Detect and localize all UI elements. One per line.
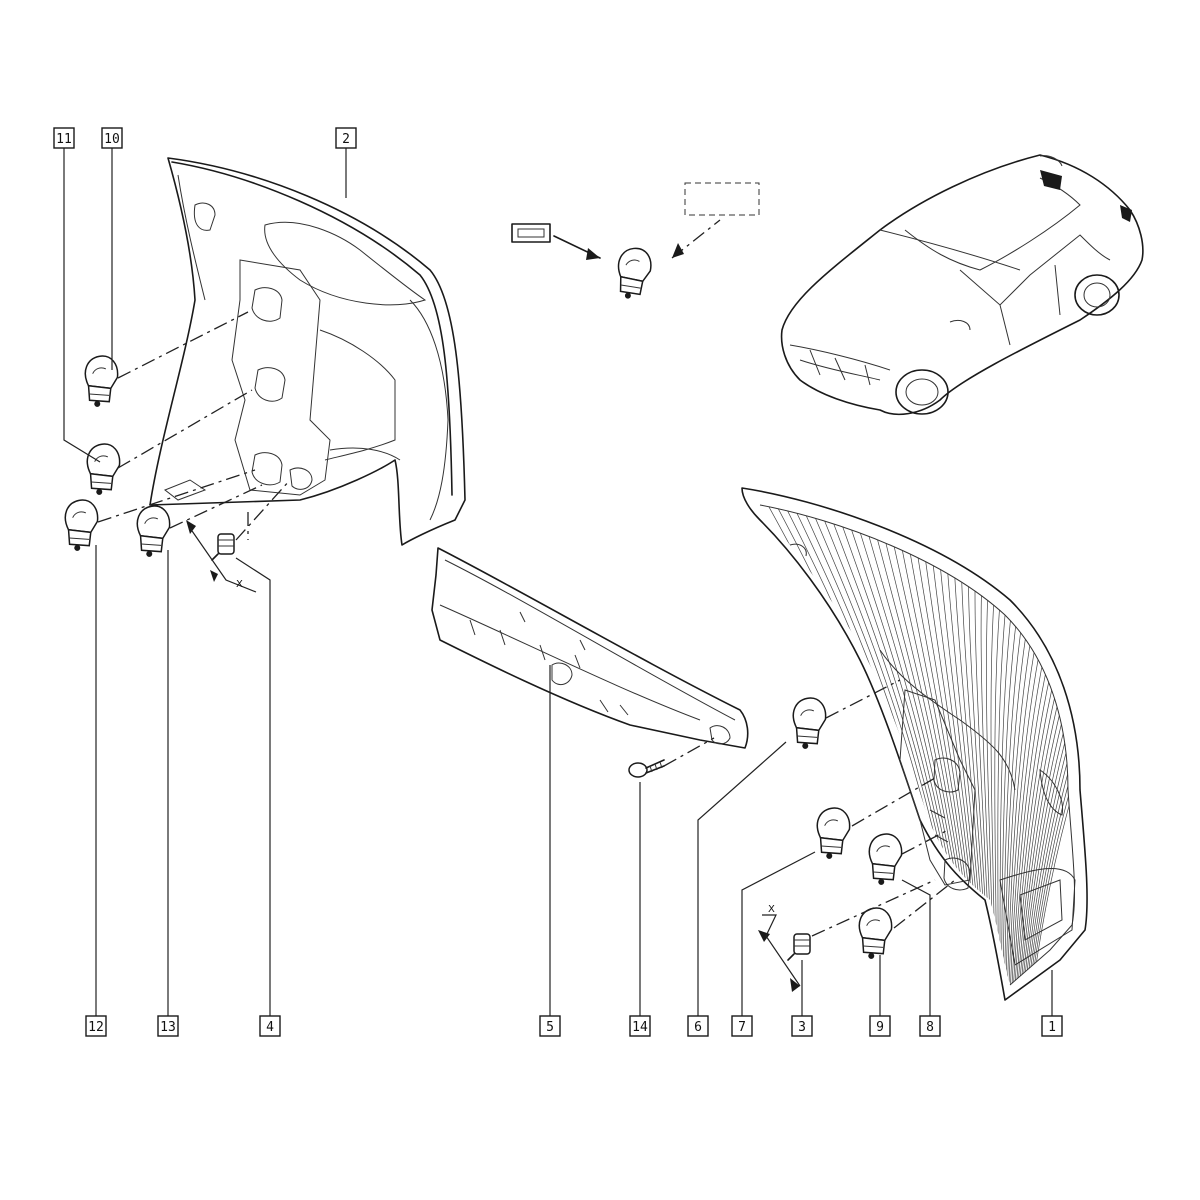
bulb-legend (511, 182, 760, 260)
callout-1-label: 1 (1048, 1020, 1056, 1035)
bulb-12 (55, 495, 108, 554)
lens-hatch-line (760, 505, 951, 985)
callout-4-label: 4 (266, 1020, 274, 1035)
leader-lines (63, 148, 1053, 1016)
callout-6-label: 6 (694, 1020, 702, 1035)
left-lamp-assembly (149, 157, 466, 546)
callout-12-label: 12 (88, 1020, 104, 1035)
lens-hatch-line (1007, 505, 1075, 985)
lens-hatch-line (1027, 505, 1075, 985)
third-brake-light (431, 547, 749, 749)
right-lamp-assembly (741, 487, 1088, 1001)
callout-3: 3 (791, 1015, 813, 1037)
lens-hatch-line (1029, 505, 1075, 985)
car-illustration (780, 154, 1144, 416)
lens-hatch-line (933, 505, 986, 985)
callout-7: 7 (731, 1015, 753, 1037)
lens-hatch-line (924, 505, 985, 985)
callout-9: 9 (869, 1015, 891, 1037)
callout-11: 11 (53, 127, 75, 149)
axis-arrows: X X (186, 520, 801, 992)
callout-5-label: 5 (546, 1020, 554, 1035)
callout-2: 2 (335, 127, 357, 149)
lens-hatch-line (1015, 505, 1075, 985)
callout-10: 10 (101, 127, 123, 149)
callout-6: 6 (687, 1015, 709, 1037)
callout-8-label: 8 (926, 1020, 934, 1035)
lens-hatch-line (1025, 505, 1075, 985)
lens-hatch-line (1026, 505, 1075, 985)
lens-hatch-line (1014, 505, 1075, 985)
callout-2-label: 2 (342, 132, 350, 147)
callout-10-label: 10 (104, 132, 120, 147)
bulb-8 (859, 829, 912, 888)
lens-hatch-line (760, 505, 959, 985)
lens-hatch-line (1011, 505, 1075, 985)
lens-hatch-line (1022, 505, 1075, 985)
lens-hatch-line (999, 505, 1034, 985)
holder-4 (211, 533, 235, 561)
lens-hatch-line (760, 505, 955, 985)
lens-hatch-line (760, 505, 958, 985)
callout-14-label: 14 (632, 1020, 648, 1035)
lens-hatch-line (960, 505, 990, 985)
bulb-11 (77, 439, 130, 498)
callout-3-label: 3 (798, 1020, 806, 1035)
callout-12: 12 (85, 1015, 107, 1037)
lens-hatch-line (1013, 505, 1075, 985)
bulb-13 (127, 501, 180, 560)
callout-4: 4 (259, 1015, 281, 1037)
callout-13: 13 (157, 1015, 179, 1037)
screw-14 (628, 759, 665, 778)
callouts: 11 10 2 12 13 4 5 14 6 7 3 9 8 1 (53, 127, 1063, 1037)
lens-hatch-line (1010, 505, 1075, 985)
axis-label-left: X (236, 579, 243, 590)
holder-3 (787, 933, 811, 961)
callout-1: 1 (1041, 1015, 1063, 1037)
bulb-9 (849, 903, 902, 962)
callout-8: 8 (919, 1015, 941, 1037)
bulb-10 (75, 351, 128, 410)
callout-14: 14 (629, 1015, 651, 1037)
bulb-6 (783, 693, 836, 752)
callout-9-label: 9 (876, 1020, 884, 1035)
bulb-7 (807, 803, 860, 862)
callout-5: 5 (539, 1015, 561, 1037)
lens-hatch-line (1023, 505, 1075, 985)
axis-label-right: X (768, 904, 775, 915)
callout-13-label: 13 (160, 1020, 176, 1035)
lens-hatch-line (951, 505, 989, 985)
callout-7-label: 7 (738, 1020, 746, 1035)
lens-hatch-line (760, 505, 954, 985)
callout-11-label: 11 (56, 132, 72, 147)
bulb-top (609, 244, 660, 301)
